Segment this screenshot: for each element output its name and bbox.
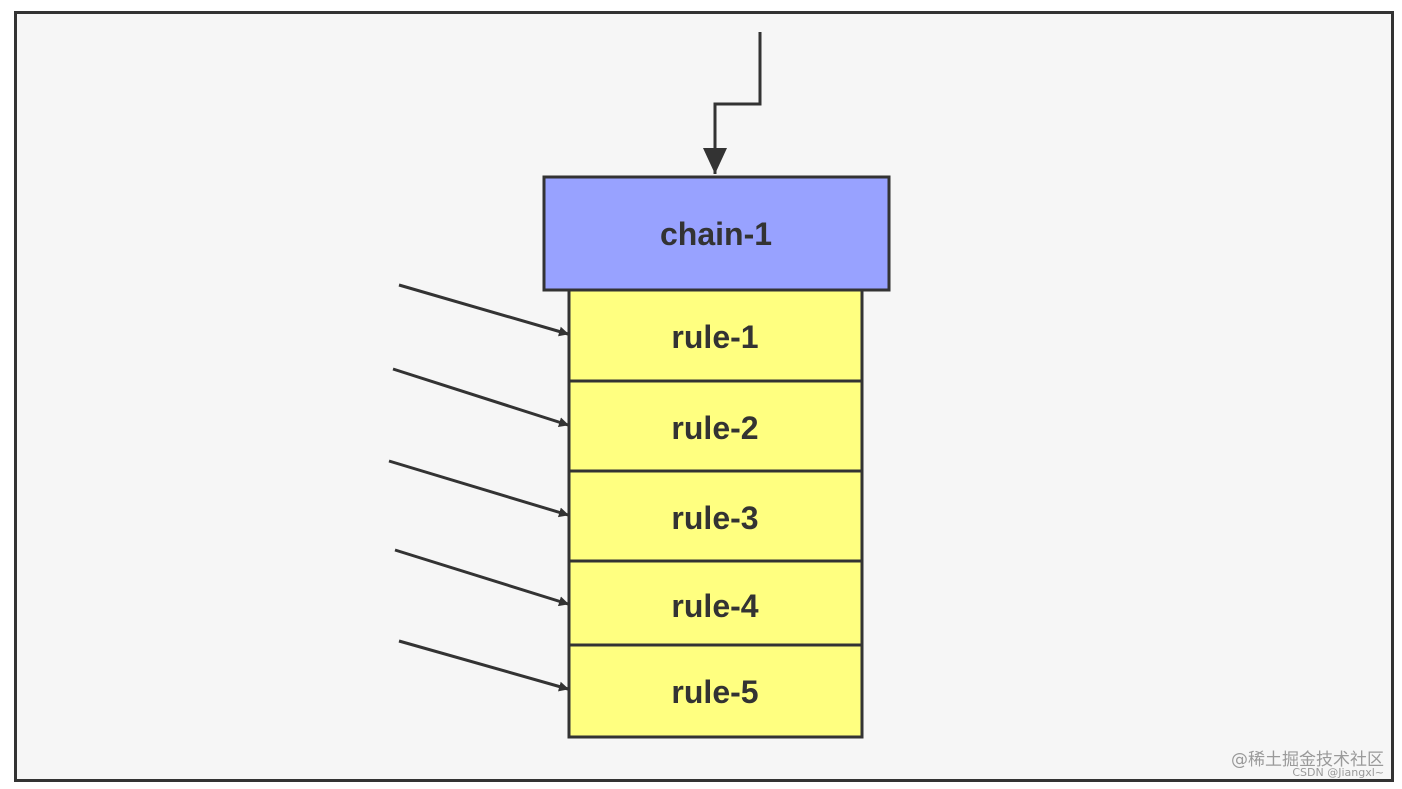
entry-arrow	[713, 32, 762, 174]
rule-box-4: rule-4	[567, 559, 864, 647]
rule-box-2: rule-2	[567, 379, 864, 473]
rule-5-arrow	[398, 639, 569, 692]
chain-box-rect	[542, 175, 891, 292]
watermark-csdn: CSDN @Jiangxl~	[1292, 766, 1384, 779]
watermark-juejin: @稀土掘金技术社区	[1231, 750, 1384, 770]
rule-box-5: rule-5	[567, 643, 864, 739]
chain-box: chain-1	[542, 175, 891, 292]
rule-1-arrow	[398, 283, 569, 337]
rule-box-rect	[567, 643, 864, 739]
rule-label: rule-5	[671, 674, 758, 710]
rule-label: rule-1	[671, 319, 758, 355]
rule-4-arrow	[394, 548, 569, 607]
rule-label: rule-3	[671, 500, 758, 536]
rule-2-arrow	[392, 367, 569, 428]
rule-box-rect	[567, 469, 864, 563]
rule-box-3: rule-3	[567, 469, 864, 563]
rule-3-arrow	[388, 459, 569, 518]
rule-box-rect	[567, 379, 864, 473]
rule-label: rule-4	[671, 588, 758, 624]
chain-label: chain-1	[660, 216, 772, 252]
rule-box-rect	[567, 559, 864, 647]
rule-label: rule-2	[671, 410, 758, 446]
entry-arrowhead	[703, 148, 727, 174]
rule-box-1: rule-1	[567, 288, 864, 383]
